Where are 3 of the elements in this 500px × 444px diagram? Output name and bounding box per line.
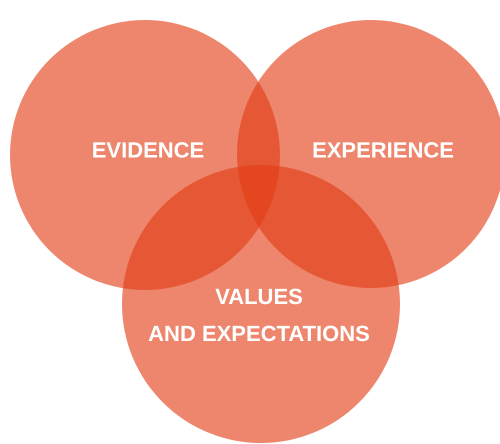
circle-label: EVIDENCE: [92, 136, 204, 164]
circle-label: VALUES AND EXPECTATIONS: [148, 283, 370, 348]
circle-label: EXPERIENCE: [312, 136, 454, 164]
